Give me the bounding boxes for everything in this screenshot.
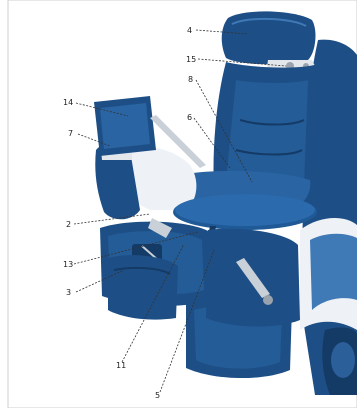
callout-3: 3	[66, 288, 71, 297]
callout-8: 8	[188, 75, 193, 84]
callout-13: 13	[63, 260, 73, 269]
callout-5: 5	[155, 391, 160, 400]
callout-4: 4	[187, 26, 192, 35]
callout-11: 11	[116, 361, 126, 370]
callout-15: 15	[186, 55, 196, 64]
callout-6: 6	[187, 113, 192, 122]
callout-2: 2	[66, 220, 71, 229]
footrest	[108, 255, 178, 319]
callout-14: 14	[63, 98, 73, 107]
callout-7: 7	[68, 129, 73, 138]
